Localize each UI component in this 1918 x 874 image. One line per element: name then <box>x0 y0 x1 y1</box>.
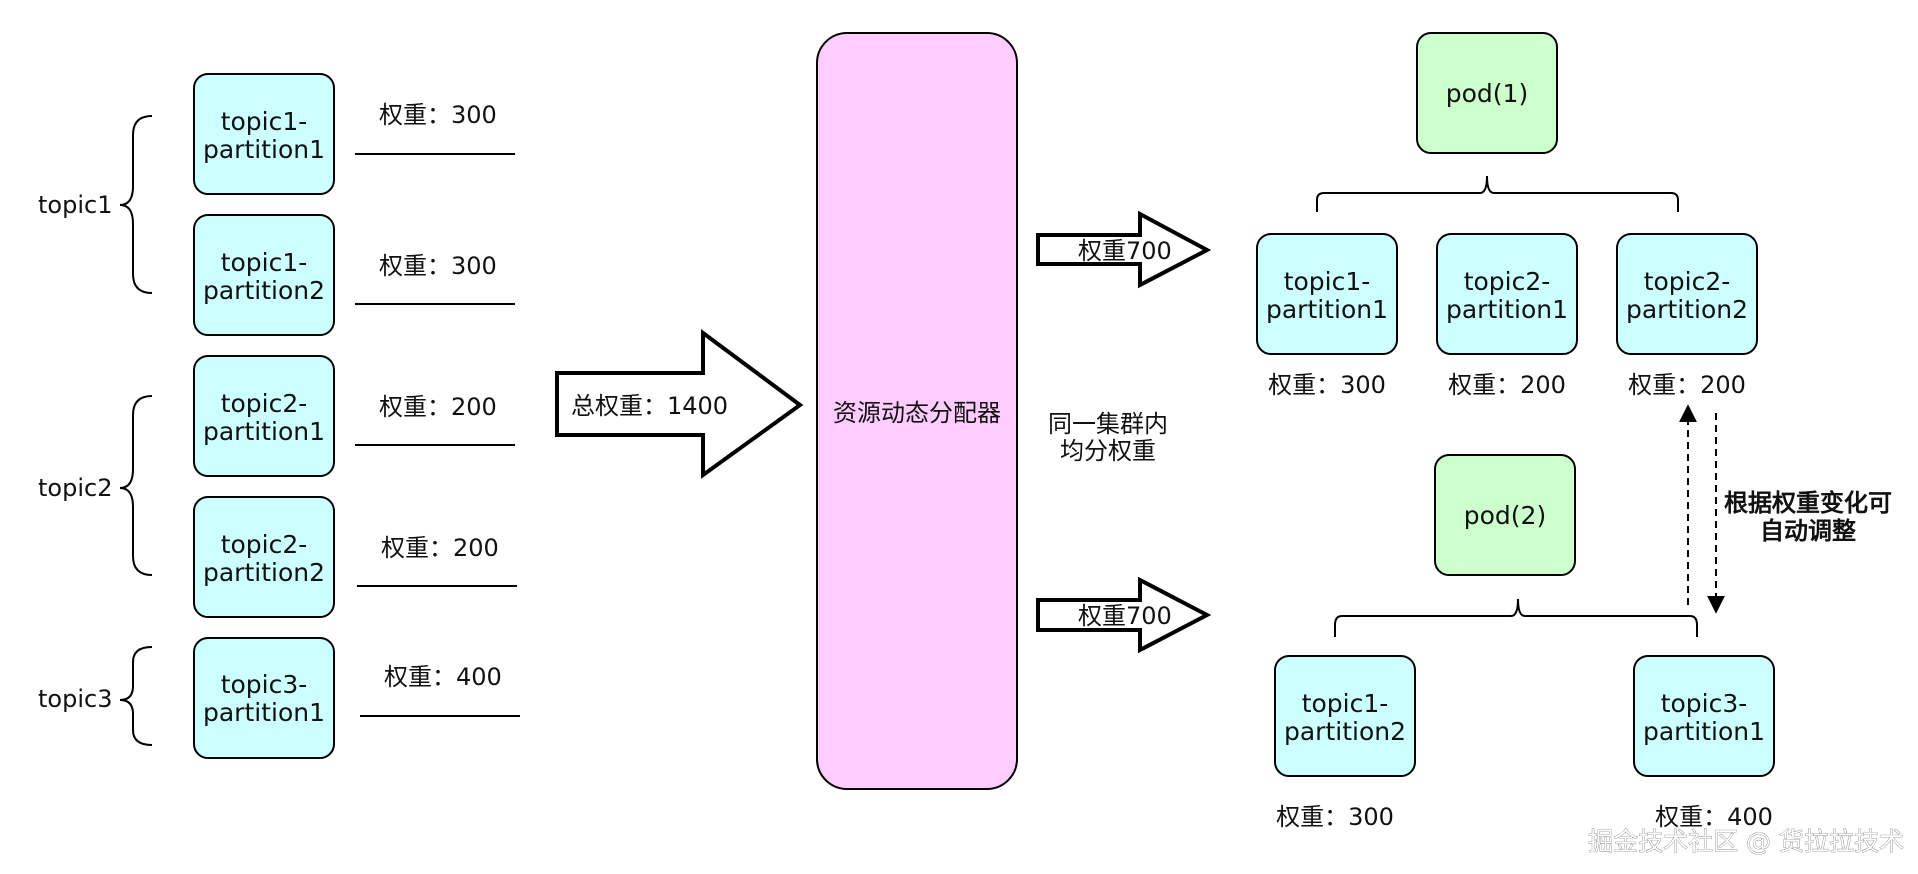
partition-box <box>193 637 335 759</box>
pod1-weight-arrow-shape <box>1036 210 1212 289</box>
topic1-brace <box>119 115 153 294</box>
topic2-brace <box>119 395 153 576</box>
resource-allocator: 资源动态分配器 <box>816 32 1018 790</box>
partition-weight: 权重：300 <box>1276 803 1394 831</box>
partition-name-line1: topic2- <box>1644 267 1731 296</box>
left-partition-4: topic2- partition2 权重：200 <box>193 496 517 618</box>
partition-name-line2: partition1 <box>203 417 325 446</box>
partition-name-line2: partition1 <box>1266 295 1388 324</box>
partition-name-line1: topic1- <box>221 107 308 136</box>
partition-name-line2: partition2 <box>203 558 325 587</box>
pod2-partition-2: topic3- partition1 权重：400 <box>1633 655 1775 831</box>
partition-name-line2: partition1 <box>203 698 325 727</box>
partition-name-line2: partition2 <box>1626 295 1748 324</box>
topic2-label: topic2 <box>38 474 112 502</box>
partition-weight: 权重：200 <box>379 393 497 421</box>
partition-name-line1: topic1- <box>221 248 308 277</box>
topic1-group: topic1 <box>38 115 153 294</box>
left-partition-3: topic2- partition1 权重：200 <box>193 355 515 477</box>
partition-weight: 权重：200 <box>1448 371 1566 399</box>
pod2-weight-arrow: 权重700 <box>1036 576 1212 654</box>
pod1-partition-2: topic2- partition1 权重：200 <box>1436 233 1578 399</box>
topic2-group: topic2 <box>38 395 153 576</box>
partition-weight: 权重：200 <box>381 534 499 562</box>
pod1-brace <box>1316 175 1679 212</box>
pod1-weight-arrow: 权重700 <box>1036 210 1212 289</box>
partition-name-line1: topic2- <box>221 530 308 559</box>
partition-box <box>1633 655 1775 777</box>
auto-adjust: 根据权重变化可 自动调整 <box>1679 404 1892 614</box>
pod-box <box>1416 32 1558 154</box>
pod1-partition-3: topic2- partition2 权重：200 <box>1616 233 1758 399</box>
pod1-partition-1: topic1- partition1 权重：300 <box>1256 233 1398 399</box>
topic3-brace <box>119 646 153 746</box>
cluster-note-line2: 均分权重 <box>1060 437 1156 465</box>
partition-weight: 权重：300 <box>1268 371 1386 399</box>
partition-weight: 权重：400 <box>384 663 502 691</box>
watermark: 掘金技术社区 @ 货拉拉技术 <box>1588 827 1904 856</box>
total-weight-arrow-shape <box>555 329 804 479</box>
partition-name-line1: topic3- <box>221 670 308 699</box>
partition-box <box>193 496 335 618</box>
partition-box <box>193 73 335 195</box>
partition-box <box>193 355 335 477</box>
topic1-label: topic1 <box>38 191 112 219</box>
partition-name-line1: topic3- <box>1661 689 1748 718</box>
partition-name-line2: partition1 <box>1643 717 1765 746</box>
pod-label: pod(2) <box>1464 501 1546 530</box>
left-partition-5: topic3- partition1 权重：400 <box>193 637 520 759</box>
pod2-partition-1: topic1- partition2 权重：300 <box>1274 655 1416 831</box>
partition-weight: 权重：400 <box>1655 803 1773 831</box>
left-partition-2: topic1- partition2 权重：300 <box>193 214 515 336</box>
pod-label: pod(1) <box>1446 79 1528 108</box>
partition-weight: 权重：300 <box>379 252 497 280</box>
pod2-weight-label: 权重700 <box>1078 602 1172 630</box>
topic3-group: topic3 <box>38 646 153 746</box>
partition-name-line2: partition1 <box>1446 295 1568 324</box>
total-weight-arrow: 总权重：1400 <box>555 329 804 479</box>
pod-1: pod(1) topic1- partition1 权重：300 topic2-… <box>1256 32 1758 399</box>
partition-weight: 权重：200 <box>1628 371 1746 399</box>
allocator-box <box>816 32 1018 790</box>
left-partition-1: topic1- partition1 权重：300 <box>193 73 515 195</box>
allocator-label: 资源动态分配器 <box>833 399 1001 427</box>
partition-name-line1: topic1- <box>1284 267 1371 296</box>
pod-2: pod(2) topic1- partition2 权重：300 topic3-… <box>1274 454 1775 831</box>
partition-box <box>1256 233 1398 355</box>
partition-name-line1: topic1- <box>1302 689 1389 718</box>
partition-box <box>1274 655 1416 777</box>
partition-name-line1: topic2- <box>1464 267 1551 296</box>
partition-name-line2: partition2 <box>203 276 325 305</box>
pod-box <box>1434 454 1576 576</box>
auto-adjust-line2: 自动调整 <box>1760 517 1856 545</box>
partition-box <box>193 214 335 336</box>
partition-name-line1: topic2- <box>221 389 308 418</box>
partition-name-line2: partition1 <box>203 135 325 164</box>
pod2-brace <box>1334 598 1698 637</box>
partition-box <box>1616 233 1758 355</box>
cluster-note: 同一集群内 均分权重 <box>1048 410 1168 465</box>
partition-weight: 权重：300 <box>379 101 497 129</box>
pod2-weight-arrow-shape <box>1036 576 1212 654</box>
auto-adjust-line1: 根据权重变化可 <box>1724 489 1892 517</box>
topic3-label: topic3 <box>38 685 112 713</box>
pod1-weight-label: 权重700 <box>1078 237 1172 265</box>
partition-box <box>1436 233 1578 355</box>
total-weight-label: 总权重：1400 <box>571 392 728 420</box>
cluster-note-line1: 同一集群内 <box>1048 410 1168 438</box>
partition-name-line2: partition2 <box>1284 717 1406 746</box>
